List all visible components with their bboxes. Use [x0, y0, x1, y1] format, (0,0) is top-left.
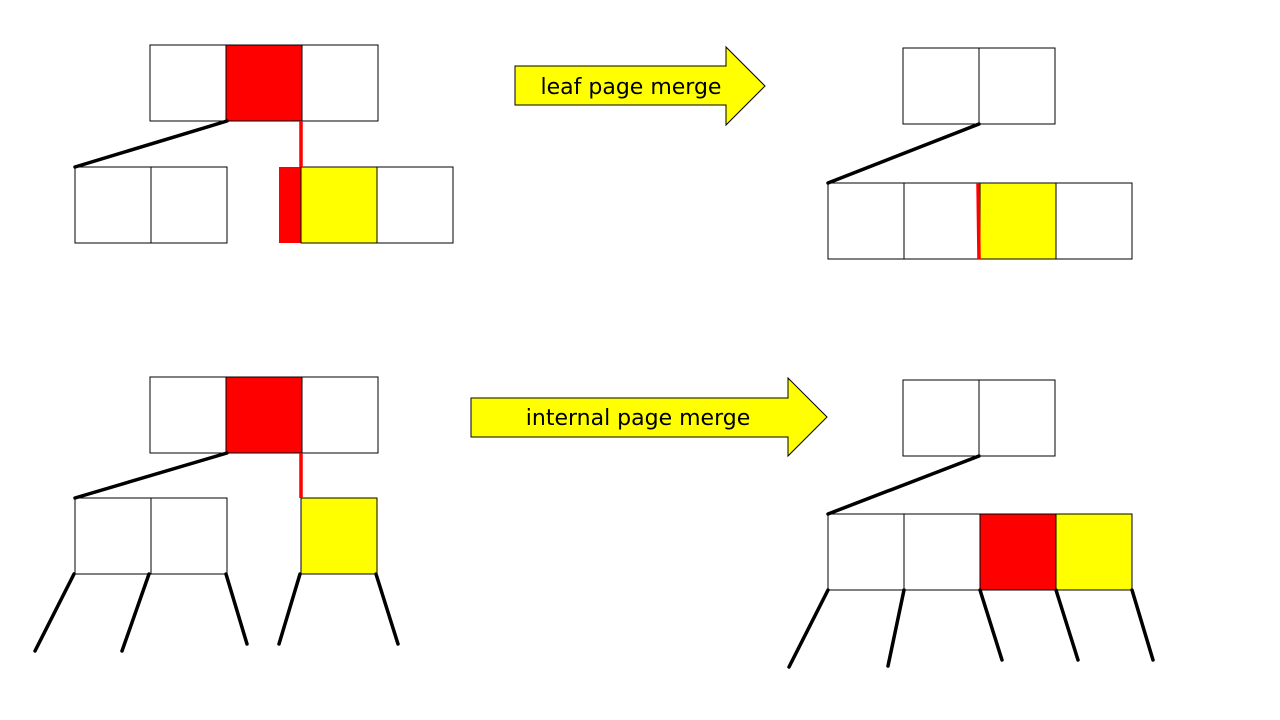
node-cell — [74, 497, 152, 575]
child-pointer-edge — [886, 588, 906, 668]
red-boundary-line — [976, 182, 981, 260]
node-cell-highlighted-red — [225, 376, 303, 454]
leaf-merge-label: leaf page merge — [541, 75, 722, 100]
node-cell — [301, 376, 379, 454]
node-cell — [978, 47, 1056, 125]
leaf-before-parent-node — [149, 44, 379, 122]
tree-edge — [826, 122, 981, 185]
leaf-merge-arrow: leaf page merge — [514, 45, 766, 127]
node-cell-highlighted-red — [225, 44, 303, 122]
node-cell — [150, 166, 228, 244]
child-pointer-edge — [1054, 588, 1080, 662]
node-cell — [74, 166, 152, 244]
child-pointer-edge — [277, 572, 302, 646]
internal-before-parent-node — [149, 376, 379, 454]
node-cell-red-sliver — [279, 167, 301, 243]
tree-edge — [73, 451, 229, 500]
internal-after-merged-child — [827, 513, 1133, 591]
child-pointer-edge — [374, 572, 400, 646]
leaf-before-right-child — [279, 166, 454, 244]
node-cell — [1055, 182, 1133, 260]
internal-before-right-child — [300, 497, 378, 575]
node-cell — [149, 376, 227, 454]
leaf-before — [73, 44, 454, 244]
node-cell — [149, 44, 227, 122]
tree-edge — [826, 454, 981, 516]
node-cell — [902, 379, 980, 457]
internal-merge-arrow: internal page merge — [470, 376, 828, 458]
leaf-after-parent-node — [902, 47, 1056, 125]
internal-before-left-child — [74, 497, 228, 575]
internal-after — [787, 379, 1155, 669]
node-cell — [150, 497, 228, 575]
node-cell — [903, 182, 981, 260]
child-pointer-edge — [787, 588, 830, 669]
child-pointer-edge — [224, 572, 249, 646]
leaf-after-merged-child — [827, 182, 1133, 260]
node-cell — [376, 166, 454, 244]
child-pointer-edge — [120, 572, 151, 653]
internal-merge-label: internal page merge — [526, 406, 750, 431]
node-cell — [827, 182, 905, 260]
node-cell — [902, 47, 980, 125]
child-pointer-edge — [33, 572, 76, 653]
leaf-after — [826, 47, 1133, 260]
child-pointer-edge — [1130, 588, 1155, 662]
internal-before — [33, 376, 400, 653]
node-cell-highlighted-yellow — [300, 497, 378, 575]
node-cell — [301, 44, 379, 122]
node-cell-highlighted-yellow — [979, 182, 1057, 260]
node-cell — [903, 513, 981, 591]
node-cell-highlighted-red — [979, 513, 1057, 591]
child-pointer-edge — [978, 588, 1004, 662]
node-cell — [978, 379, 1056, 457]
node-cell — [827, 513, 905, 591]
leaf-before-left-child — [74, 166, 228, 244]
internal-after-parent-node — [902, 379, 1056, 457]
node-cell-highlighted-yellow — [300, 166, 378, 244]
tree-edge — [73, 119, 229, 169]
node-cell-highlighted-yellow — [1055, 513, 1133, 591]
